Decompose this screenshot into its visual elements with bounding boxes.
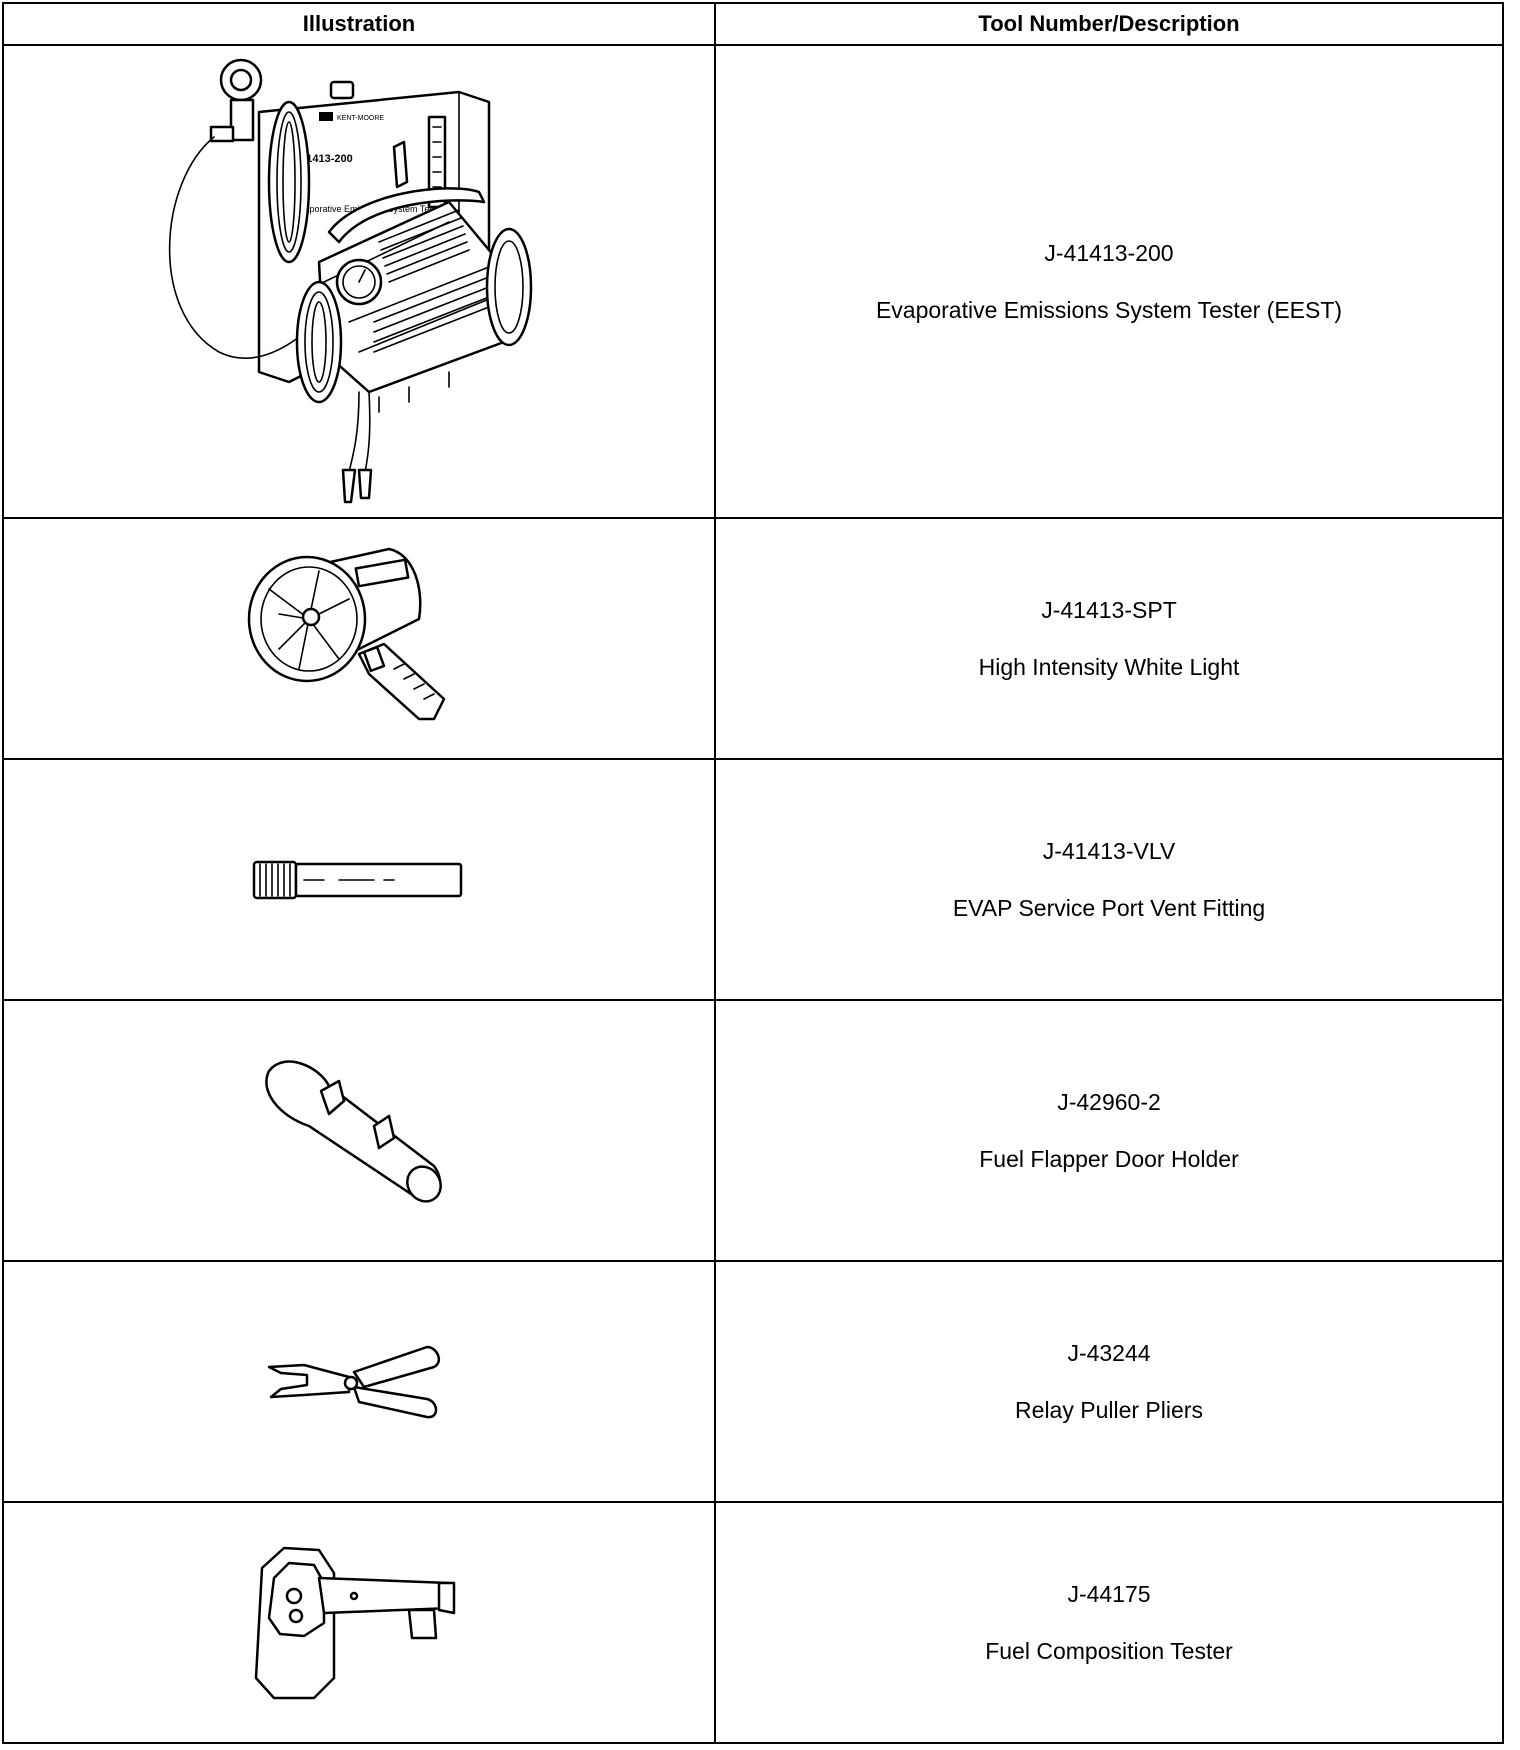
flapper-door-holder-icon [265,1059,442,1203]
illustration-cell [2,758,716,1001]
illustration-cell [2,1501,716,1744]
illustration-cell: KENT-MOORE J41413-200 Evaporative Emissi… [2,44,716,519]
table-row: J-44175 Fuel Composition Tester [2,1501,1504,1744]
header-illustration: Illustration [2,2,716,46]
tool-name: Relay Puller Pliers [1015,1396,1203,1423]
illustration-cell [2,1260,716,1503]
vent-fitting-icon [252,860,463,899]
evap-tester-icon: KENT-MOORE J41413-200 Evaporative Emissi… [168,58,533,503]
tool-number: J-41413-VLV [1042,837,1176,864]
description-cell: J-44175 Fuel Composition Tester [714,1501,1504,1744]
tool-number: J-41413-SPT [1041,596,1177,623]
description-cell: J-41413-VLV EVAP Service Port Vent Fitti… [714,758,1504,1001]
tool-name: High Intensity White Light [978,653,1240,680]
table-row: J-42960-2 Fuel Flapper Door Holder [2,999,1504,1262]
illustration-cell [2,999,716,1262]
tool-name: EVAP Service Port Vent Fitting [952,894,1266,921]
header-tool-description: Tool Number/Description [714,2,1504,46]
relay-pliers-icon [267,1345,441,1418]
tool-number: J-44175 [1067,1580,1151,1607]
tool-number: J-41413-200 [1044,239,1174,266]
tool-name: Evaporative Emissions System Tester (EES… [875,296,1343,323]
table-row: KENT-MOORE J41413-200 Evaporative Emissi… [2,44,1504,519]
tool-number: J-43244 [1067,1339,1151,1366]
description-cell: J-41413-200 Evaporative Emissions System… [714,44,1504,519]
table-row: J-43244 Relay Puller Pliers [2,1260,1504,1503]
tool-name: Fuel Composition Tester [985,1637,1233,1664]
tool-name: Fuel Flapper Door Holder [979,1145,1239,1172]
fuel-composition-tester-icon [254,1546,456,1699]
table-row: J-41413-SPT High Intensity White Light [2,517,1504,760]
illustration-cell [2,517,716,760]
header-row: Illustration Tool Number/Description [2,2,1504,46]
tester-brand-label: KENT-MOORE [337,115,384,122]
tool-number: J-42960-2 [1057,1088,1161,1115]
description-cell: J-42960-2 Fuel Flapper Door Holder [714,999,1504,1262]
description-cell: J-43244 Relay Puller Pliers [714,1260,1504,1503]
description-cell: J-41413-SPT High Intensity White Light [714,517,1504,760]
table-row: J-41413-VLV EVAP Service Port Vent Fitti… [2,758,1504,1001]
spotlight-icon [247,547,446,720]
